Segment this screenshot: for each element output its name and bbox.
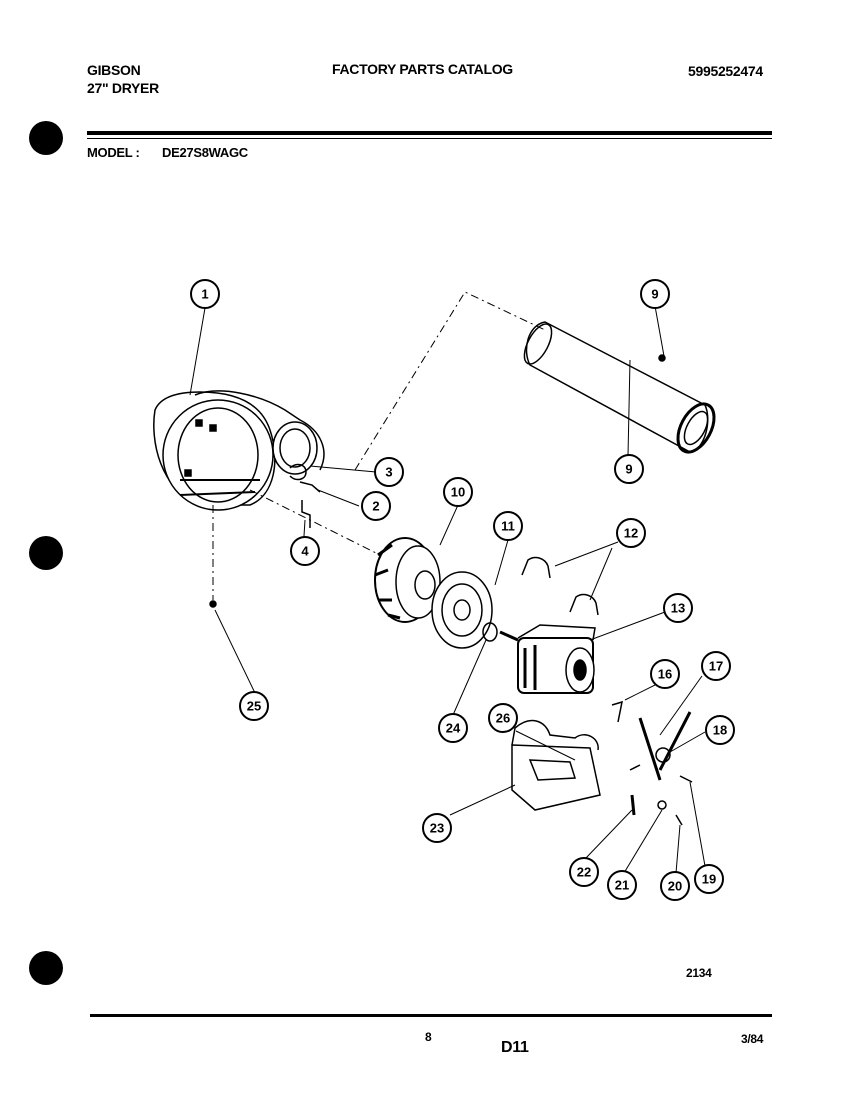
callout-23: 23 xyxy=(422,813,452,843)
callout-number: 24 xyxy=(446,721,461,736)
callout-16: 16 xyxy=(650,659,680,689)
callout-number: 12 xyxy=(624,526,638,541)
callout-number: 22 xyxy=(577,865,591,880)
section-code: D11 xyxy=(501,1039,529,1056)
drawing-number: 2134 xyxy=(686,966,712,980)
callout-number: 4 xyxy=(301,544,309,559)
callout-9-upper: 9 xyxy=(640,279,670,309)
print-date: 3/84 xyxy=(741,1032,764,1046)
callout-1: 1 xyxy=(190,279,220,309)
callout-2: 2 xyxy=(361,491,391,521)
blower-wheel-part xyxy=(374,537,441,623)
bushing-part xyxy=(482,622,498,642)
callout-25: 25 xyxy=(239,691,269,721)
callout-number: 9 xyxy=(651,287,658,302)
callout-20: 20 xyxy=(660,871,690,901)
page-number: 8 xyxy=(425,1030,432,1044)
binder-hole-bottom xyxy=(29,951,63,985)
callout-number: 23 xyxy=(430,821,444,836)
washer-part xyxy=(675,814,683,826)
callout-number: 18 xyxy=(713,723,727,738)
callout-number: 21 xyxy=(615,878,629,893)
callout-number: 25 xyxy=(247,699,261,714)
callout-number: 19 xyxy=(702,872,716,887)
callout-21: 21 xyxy=(607,870,637,900)
seal-part xyxy=(431,571,493,649)
callout-12: 12 xyxy=(616,518,646,548)
callout-19: 19 xyxy=(694,864,724,894)
callout-number: 11 xyxy=(501,519,515,534)
callout-9-lower: 9 xyxy=(614,454,644,484)
idler-arm-part xyxy=(638,711,692,781)
callout-13: 13 xyxy=(663,593,693,623)
catalog-number: 5995252474 xyxy=(688,63,763,79)
callout-number: 2 xyxy=(372,499,379,514)
callout-18: 18 xyxy=(705,715,735,745)
bolt-part xyxy=(679,775,693,783)
drive-motor-part xyxy=(499,624,596,694)
model-label: MODEL : xyxy=(87,145,140,160)
header-rule-thick xyxy=(87,131,772,135)
retainer-part xyxy=(630,794,636,816)
callout-number: 10 xyxy=(451,485,465,500)
callout-number: 17 xyxy=(709,659,723,674)
spring-part xyxy=(611,700,623,723)
callout-number: 9 xyxy=(625,462,632,477)
callout-number: 13 xyxy=(671,601,685,616)
callout-17: 17 xyxy=(701,651,731,681)
screw-part xyxy=(209,600,217,608)
callout-number: 26 xyxy=(496,711,510,726)
callout-3: 3 xyxy=(374,457,404,487)
duct-screw-part xyxy=(658,354,666,362)
callout-4: 4 xyxy=(290,536,320,566)
callouts-layer: 1 2 3 4 9 9 10 11 12 13 16 17 18 19 20 2… xyxy=(190,279,735,901)
callout-24: 24 xyxy=(438,713,468,743)
motor-clamp-upper xyxy=(521,556,551,579)
motor-mount-part xyxy=(511,719,601,811)
catalog-title: FACTORY PARTS CATALOG xyxy=(332,61,513,77)
idler-bracket-part xyxy=(629,764,641,771)
nut-part xyxy=(657,800,667,810)
callout-number: 3 xyxy=(385,465,392,480)
product-name: 27" DRYER xyxy=(87,80,159,96)
callout-26: 26 xyxy=(488,703,518,733)
blower-housing-part xyxy=(153,390,325,511)
callout-number: 16 xyxy=(658,667,672,682)
callout-number: 1 xyxy=(201,287,208,302)
binder-hole-middle xyxy=(29,536,63,570)
clamp-parts xyxy=(289,463,321,528)
footer-rule xyxy=(90,1014,772,1017)
callout-10: 10 xyxy=(443,477,473,507)
brand-name: GIBSON xyxy=(87,62,141,78)
callout-22: 22 xyxy=(569,857,599,887)
callout-11: 11 xyxy=(493,511,523,541)
callout-number: 20 xyxy=(668,879,682,894)
idler-pulley-part xyxy=(655,747,671,763)
header-rule-thin xyxy=(87,138,772,139)
motor-clamp-lower xyxy=(569,593,599,616)
exhaust-duct-part xyxy=(523,321,716,454)
model-number: DE27S8WAGC xyxy=(162,145,248,160)
binder-hole-top xyxy=(29,121,63,155)
